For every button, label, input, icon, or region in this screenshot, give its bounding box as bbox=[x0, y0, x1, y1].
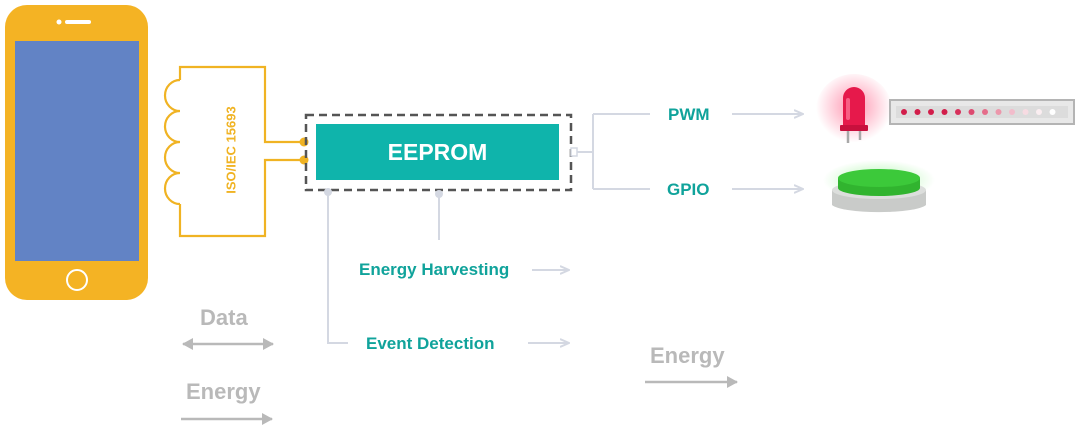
button-icon bbox=[823, 160, 935, 213]
led-strip-dot bbox=[914, 109, 921, 115]
legend-data-label: Data bbox=[200, 305, 248, 330]
led-strip-icon bbox=[889, 99, 1075, 125]
led-strip-dot bbox=[928, 109, 934, 115]
event-detection-label: Event Detection bbox=[366, 334, 495, 353]
led-strip-dot bbox=[901, 109, 907, 115]
eeprom-block bbox=[316, 124, 559, 180]
led-strip-dot bbox=[955, 109, 961, 115]
led-strip-dot bbox=[1036, 109, 1042, 115]
energy-harvesting-label: Energy Harvesting bbox=[359, 260, 510, 279]
legend-energy-label: Energy bbox=[186, 379, 261, 404]
output-connector bbox=[577, 113, 650, 190]
led-strip-dot bbox=[968, 109, 975, 115]
antenna-standard-label: ISO/IEC 15693 bbox=[223, 106, 239, 194]
led-strip-dot bbox=[982, 109, 988, 115]
led-strip-dot bbox=[1009, 109, 1015, 115]
antenna-coil-icon bbox=[163, 65, 304, 238]
smartphone-icon bbox=[5, 5, 148, 300]
event-detection-connector bbox=[327, 192, 348, 344]
led-strip-dot bbox=[941, 109, 948, 115]
led-strip-dot bbox=[995, 109, 1002, 115]
energy-right-label: Energy bbox=[650, 343, 725, 368]
chip-output-pin bbox=[570, 147, 578, 157]
led-strip-dot bbox=[1022, 109, 1029, 115]
gpio-label: GPIO bbox=[667, 180, 710, 199]
led-icon bbox=[816, 74, 892, 146]
led-strip-dot bbox=[1049, 109, 1056, 115]
pwm-label: PWM bbox=[668, 105, 710, 124]
eeprom-label: EEPROM bbox=[387, 138, 488, 165]
